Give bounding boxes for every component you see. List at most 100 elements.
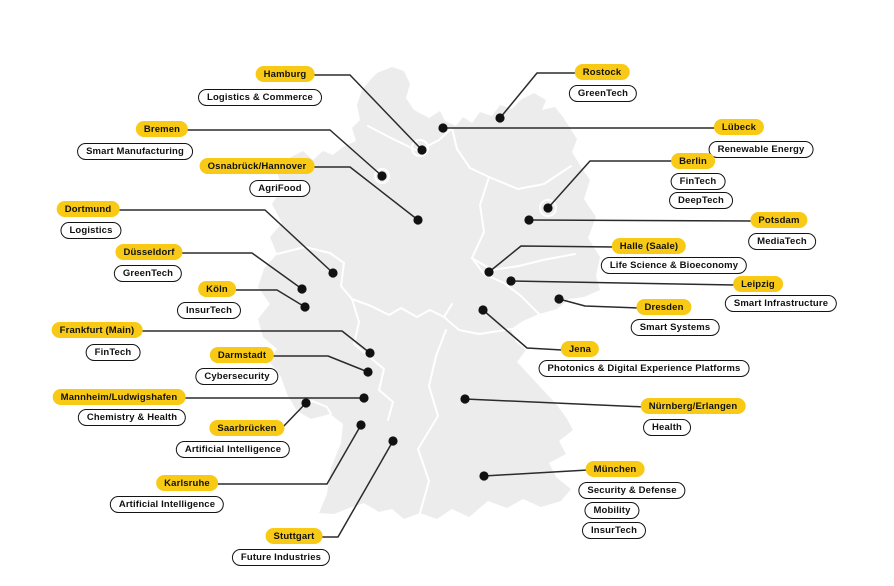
industry-pill-osnabruck-hannover-agrifood: AgriFood xyxy=(249,180,311,197)
connector-line-stuttgart xyxy=(320,440,394,538)
state-border-line xyxy=(417,329,447,514)
city-pill-lubeck: Lübeck xyxy=(713,119,765,135)
connector-line-munchen xyxy=(483,469,589,477)
connector-line-hamburg xyxy=(311,74,423,151)
city-pill-stuttgart: Stuttgart xyxy=(265,528,323,544)
city-dot-dusseldorf xyxy=(297,284,307,294)
city-dot-saarbrucken xyxy=(301,398,311,408)
city-dot-potsdam xyxy=(524,215,534,225)
city-dot-dortmund xyxy=(328,268,338,278)
city-dot-leipzig xyxy=(506,276,516,286)
connector-line-berlin xyxy=(547,160,674,209)
city-pill-jena: Jena xyxy=(560,341,600,357)
industry-pill-dortmund-logistics: Logistics xyxy=(60,222,122,239)
city-dot-frankfurt-main xyxy=(365,348,375,358)
state-border-line xyxy=(471,253,576,271)
connector-line-saarbrucken xyxy=(280,402,307,430)
city-dot-nurnberg-erlangen xyxy=(460,394,470,404)
connector-line-dusseldorf xyxy=(178,252,303,290)
city-pill-dortmund: Dortmund xyxy=(56,201,120,217)
city-pill-leipzig: Leipzig xyxy=(733,276,783,292)
connector-line-karlsruhe xyxy=(215,424,362,485)
city-dot-darmstadt xyxy=(363,367,373,377)
industry-pill-hamburg-logistics-commerce: Logistics & Commerce xyxy=(198,89,322,106)
industry-pill-darmstadt-cybersecurity: Cybersecurity xyxy=(195,368,279,385)
city-dot-karlsruhe xyxy=(356,420,366,430)
city-dot-stuttgart xyxy=(388,436,398,446)
industry-pill-jena-photonics-digital-experience-platforms: Photonics & Digital Experience Platforms xyxy=(538,360,750,377)
city-dot-bremen xyxy=(377,171,387,181)
connector-line-potsdam xyxy=(528,219,754,222)
city-dot-osnabruck-hannover xyxy=(413,215,423,225)
city-pill-hamburg: Hamburg xyxy=(255,66,315,82)
city-pill-mannheim-ludwigshafen: Mannheim/Ludwigshafen xyxy=(52,389,186,405)
industry-pill-rostock-greentech: GreenTech xyxy=(568,85,638,102)
industry-pill-lubeck-renewable-energy: Renewable Energy xyxy=(708,141,814,158)
city-pill-darmstadt: Darmstadt xyxy=(209,347,275,363)
city-pill-nurnberg-erlangen: Nürnberg/Erlangen xyxy=(640,398,746,414)
connector-line-dortmund xyxy=(117,209,334,274)
connector-line-jena xyxy=(482,309,563,351)
germany-map-silhouette xyxy=(258,67,600,519)
connector-line-leipzig xyxy=(510,280,736,286)
industry-pill-frankfurt-main-fintech: FinTech xyxy=(85,344,141,361)
city-pill-frankfurt-main: Frankfurt (Main) xyxy=(51,322,143,338)
city-pill-munchen: München xyxy=(585,461,645,477)
state-border-line xyxy=(366,354,394,421)
connector-line-halle-saale xyxy=(488,245,616,273)
city-dot-mannheim-ludwigshafen xyxy=(359,393,369,403)
city-dot-hamburg xyxy=(417,145,427,155)
state-border-line xyxy=(351,298,368,356)
connector-line-nurnberg-erlangen xyxy=(464,398,646,408)
industry-pill-mannheim-ludwigshafen-chemistry-health: Chemistry & Health xyxy=(77,409,187,426)
city-pill-potsdam: Potsdam xyxy=(750,212,808,228)
industry-pill-munchen-insurtech: InsurTech xyxy=(581,522,647,539)
city-state-ring xyxy=(374,168,390,184)
state-border-line xyxy=(471,176,490,259)
state-border-line xyxy=(443,316,512,335)
connector-line-koln xyxy=(235,289,306,308)
industry-pill-dresden-smart-systems: Smart Systems xyxy=(630,319,720,336)
city-dot-jena xyxy=(478,305,488,315)
industry-pill-karlsruhe-artificial-intelligence: Artificial Intelligence xyxy=(109,496,225,513)
city-dot-halle-saale xyxy=(484,267,494,277)
industry-pill-stuttgart-future-industries: Future Industries xyxy=(231,549,331,566)
city-dot-rostock xyxy=(495,113,505,123)
industry-pill-munchen-security-defense: Security & Defense xyxy=(578,482,686,499)
city-state-ring xyxy=(539,199,557,217)
city-dot-lubeck xyxy=(438,123,448,133)
connector-line-darmstadt xyxy=(271,355,369,373)
industry-pill-halle-saale-life-science-bioeconomy: Life Science & Bioeconomy xyxy=(600,257,748,274)
city-pill-saarbrucken: Saarbrücken xyxy=(209,420,285,436)
industry-pill-saarbrucken-artificial-intelligence: Artificial Intelligence xyxy=(175,441,291,458)
city-dot-koln xyxy=(300,302,310,312)
city-pill-halle-saale: Halle (Saale) xyxy=(611,238,687,254)
industry-pill-munchen-mobility: Mobility xyxy=(584,502,640,519)
city-dot-munchen xyxy=(479,471,489,481)
connector-line-rostock xyxy=(499,72,581,119)
city-pill-rostock: Rostock xyxy=(574,64,630,80)
industry-pill-dusseldorf-greentech: GreenTech xyxy=(113,265,183,282)
industry-pill-bremen-smart-manufacturing: Smart Manufacturing xyxy=(77,143,193,160)
industry-pill-potsdam-mediatech: MediaTech xyxy=(748,233,816,250)
city-pill-dusseldorf: Düsseldorf xyxy=(115,244,183,260)
city-dot-dresden xyxy=(554,294,564,304)
connector-line-osnabruck-hannover xyxy=(308,166,419,221)
connector-line-frankfurt-main xyxy=(137,330,371,354)
industry-pill-leipzig-smart-infrastructure: Smart Infrastructure xyxy=(724,295,838,312)
connector-line-dresden xyxy=(558,298,639,309)
city-pill-berlin: Berlin xyxy=(671,153,715,169)
city-pill-koln: Köln xyxy=(198,281,236,297)
city-pill-dresden: Dresden xyxy=(636,299,692,315)
city-pill-osnabruck-hannover: Osnabrück/Hannover xyxy=(199,158,315,174)
connector-line-bremen xyxy=(185,129,383,177)
city-dot-berlin xyxy=(543,203,553,213)
industry-pill-koln-insurtech: InsurTech xyxy=(176,302,242,319)
city-pill-karlsruhe: Karlsruhe xyxy=(156,475,218,491)
industry-pill-nurnberg-erlangen-health: Health xyxy=(643,419,691,436)
industry-pill-berlin-deeptech: DeepTech xyxy=(669,192,733,209)
industry-pill-berlin-fintech: FinTech xyxy=(670,173,726,190)
